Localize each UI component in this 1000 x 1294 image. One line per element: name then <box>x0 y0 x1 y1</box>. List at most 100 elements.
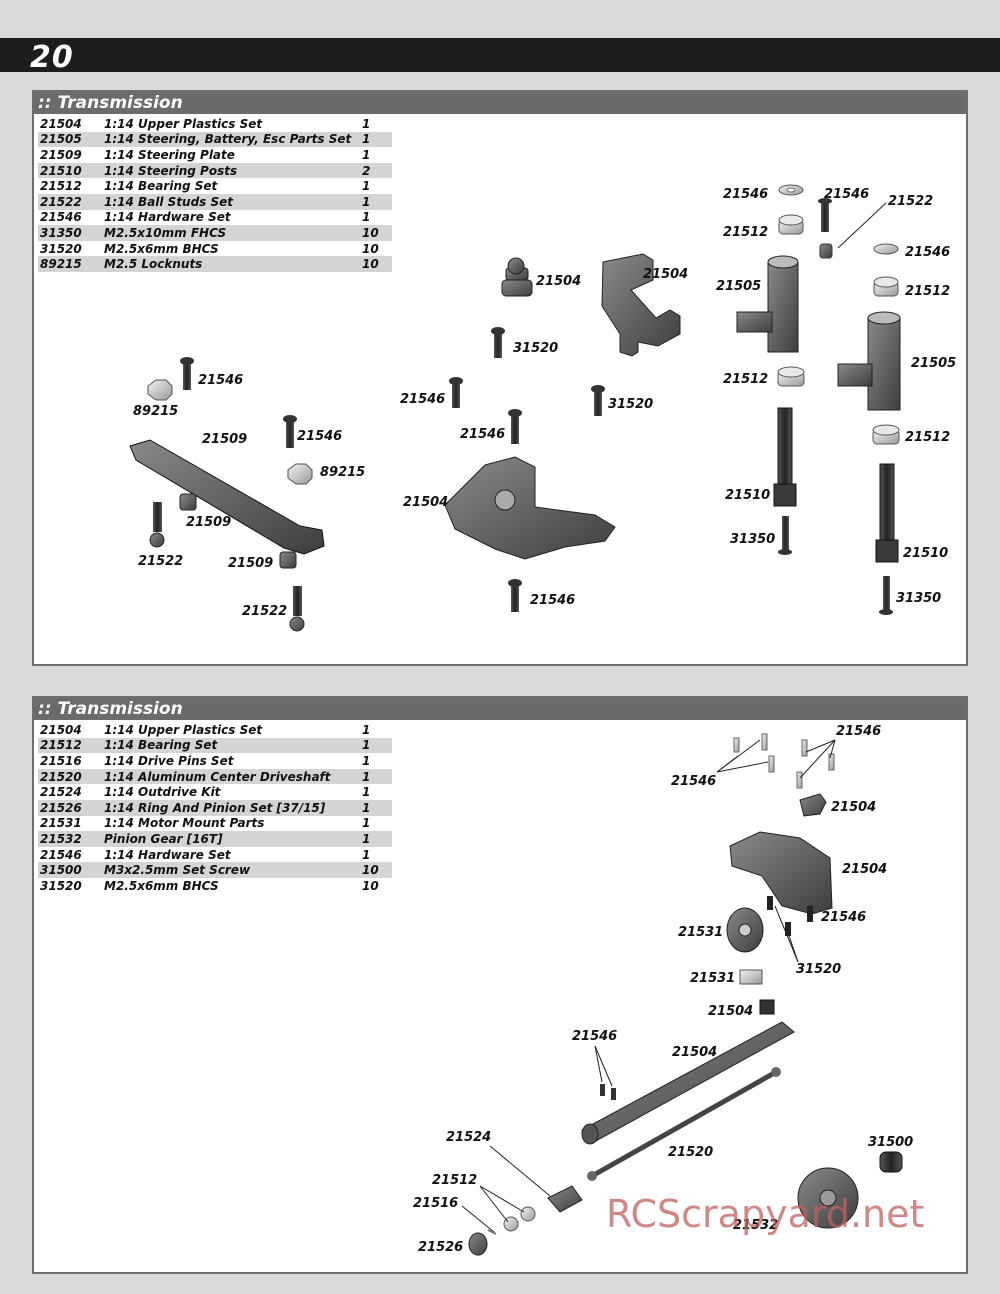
callout-label: 21522 <box>242 604 287 619</box>
part-quantity: 10 <box>360 862 392 878</box>
part-number: 21522 <box>38 193 102 210</box>
part-description: 1:14 Ball Studs Set <box>102 193 360 210</box>
table-row: 21546 1:14 Hardware Set 1 <box>38 210 392 226</box>
part-number: 21546 <box>40 847 82 862</box>
callout-label: 21512 <box>723 225 768 240</box>
callout-label: 21509 <box>186 515 231 530</box>
callout-label: 31350 <box>730 532 775 547</box>
callout-label: 21532 <box>733 1218 778 1233</box>
callout-label: 89215 <box>133 404 178 419</box>
callout-label: 21546 <box>198 373 243 388</box>
callout-label: 21516 <box>413 1196 458 1211</box>
callout-label: 21512 <box>905 284 950 299</box>
part-description: 1:14 Steering Plate <box>104 147 235 162</box>
panel-title: :: Transmission <box>34 698 966 720</box>
page-number: 20 <box>30 40 74 75</box>
part-quantity: 1 <box>360 737 392 754</box>
callout-label: 21509 <box>202 432 247 447</box>
callout-label: 21504 <box>831 800 876 815</box>
part-quantity: 1 <box>362 210 371 225</box>
callout-label: 21546 <box>572 1029 617 1044</box>
callout-label: 21546 <box>297 429 342 444</box>
part-quantity: 1 <box>362 847 371 862</box>
part-description: 1:14 Steering Posts <box>102 162 360 179</box>
part-description: 1:14 Bearing Set <box>104 179 218 194</box>
part-number: 21546 <box>40 210 82 225</box>
watermark: RCScrapyard.net <box>606 1192 925 1236</box>
part-quantity: 10 <box>360 256 392 272</box>
part-quantity: 1 <box>362 147 371 162</box>
part-description: M2.5x6mm BHCS <box>104 241 219 256</box>
part-quantity: 1 <box>362 179 371 194</box>
part-quantity: 1 <box>362 753 371 768</box>
callout-label: 21512 <box>905 430 950 445</box>
part-number: 21524 <box>40 785 82 800</box>
callout-label: 21504 <box>708 1004 753 1019</box>
part-quantity: 1 <box>362 722 371 737</box>
callout-label: 21512 <box>432 1173 477 1188</box>
callout-label: 21504 <box>403 495 448 510</box>
part-number: 21504 <box>40 116 82 131</box>
part-description: 1:14 Drive Pins Set <box>104 753 234 768</box>
callout-label: 21546 <box>671 774 716 789</box>
part-description: M2.5x10mm FHCS <box>102 225 360 241</box>
callout-label: 21546 <box>400 392 445 407</box>
callout-label: 21510 <box>903 546 948 561</box>
callout-label: 21504 <box>672 1045 717 1060</box>
callout-label: 21504 <box>536 274 581 289</box>
callout-label: 21546 <box>723 187 768 202</box>
callout-label: 21520 <box>668 1145 713 1160</box>
callout-label: 21546 <box>824 187 869 202</box>
callout-label: 21504 <box>842 862 887 877</box>
part-quantity: 1 <box>360 193 392 210</box>
part-description: M2.5 Locknuts <box>102 256 360 272</box>
callout-label: 31500 <box>868 1135 913 1150</box>
callout-label: 21509 <box>228 556 273 571</box>
part-number: 89215 <box>38 256 102 272</box>
part-number: 21532 <box>38 831 102 847</box>
part-description: 1:14 Hardware Set <box>104 210 231 225</box>
part-number: 21505 <box>38 131 102 148</box>
callout-label: 21526 <box>418 1240 463 1255</box>
part-quantity: 1 <box>360 768 392 785</box>
part-number: 21512 <box>40 179 82 194</box>
part-number: 21520 <box>38 768 102 785</box>
callout-label: 21505 <box>911 356 956 371</box>
callout-label: 31520 <box>608 397 653 412</box>
part-quantity: 1 <box>360 799 392 816</box>
part-quantity: 1 <box>360 831 392 847</box>
drivetrain-assembly-drawing <box>461 733 903 1256</box>
callout-label: 21510 <box>725 488 770 503</box>
part-number: 21504 <box>40 722 82 737</box>
part-quantity: 10 <box>362 878 379 893</box>
part-quantity: 2 <box>360 162 392 179</box>
part-number: 21531 <box>40 816 82 831</box>
part-number: 31520 <box>40 878 82 893</box>
part-description: 1:14 Steering, Battery, Esc Parts Set <box>102 131 360 148</box>
part-quantity: 1 <box>360 131 392 148</box>
part-description: 1:14 Ring And Pinion Set [37/15] <box>102 799 360 816</box>
callout-label: 21524 <box>446 1130 491 1145</box>
callout-label: 89215 <box>320 465 365 480</box>
part-description: 1:14 Aluminum Center Driveshaft <box>102 768 360 785</box>
callout-label: 21546 <box>836 724 881 739</box>
callout-label: 31520 <box>513 341 558 356</box>
part-number: 31350 <box>38 225 102 241</box>
part-quantity: 1 <box>362 816 371 831</box>
part-number: 31520 <box>40 241 82 256</box>
